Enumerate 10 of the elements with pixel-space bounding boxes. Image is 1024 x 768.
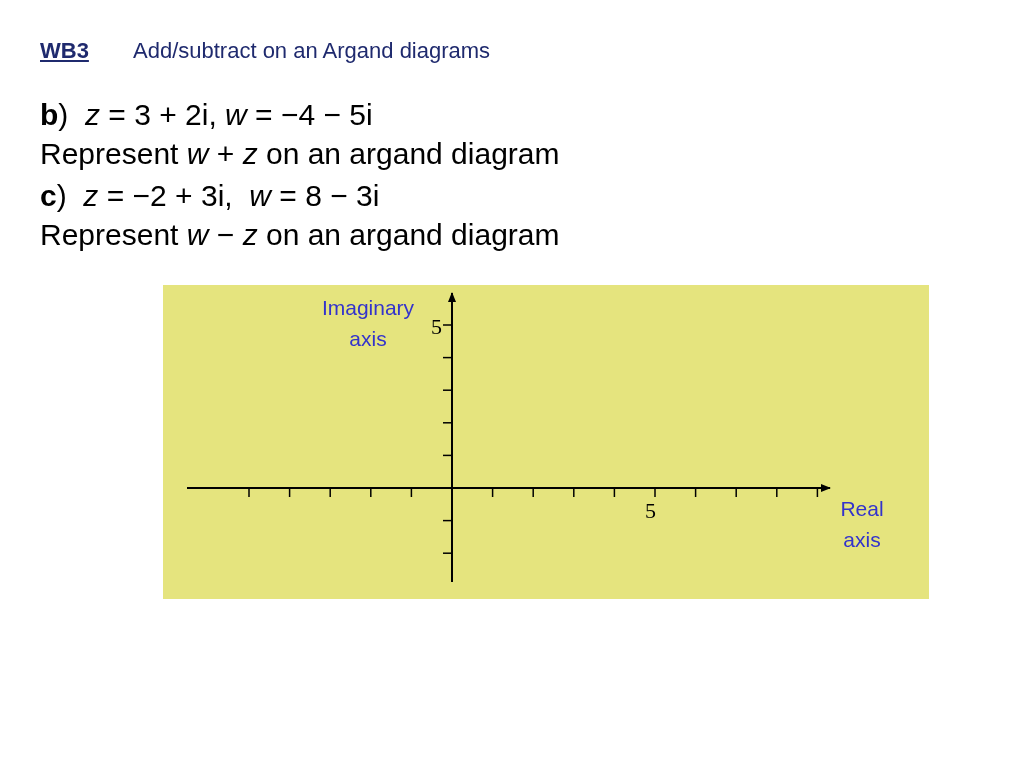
axis-label: Real axis: [839, 496, 885, 553]
question-text: Represent w + z on an argand diagram: [40, 137, 560, 170]
question-text: c) z = −2 + 3i, w = 8 − 3i: [40, 179, 380, 212]
question-text: Represent w − z on an argand diagram: [40, 218, 560, 251]
axis-label: Imaginary axis: [320, 295, 416, 352]
worksheet-code: WB3: [40, 38, 89, 64]
tick-label: 5: [645, 498, 656, 524]
title: Add/subtract on an Argand diagrams: [133, 38, 491, 64]
tick-label: 5: [431, 314, 442, 340]
question-text: b) z = 3 + 2i, w = −4 − 5i: [40, 98, 373, 131]
